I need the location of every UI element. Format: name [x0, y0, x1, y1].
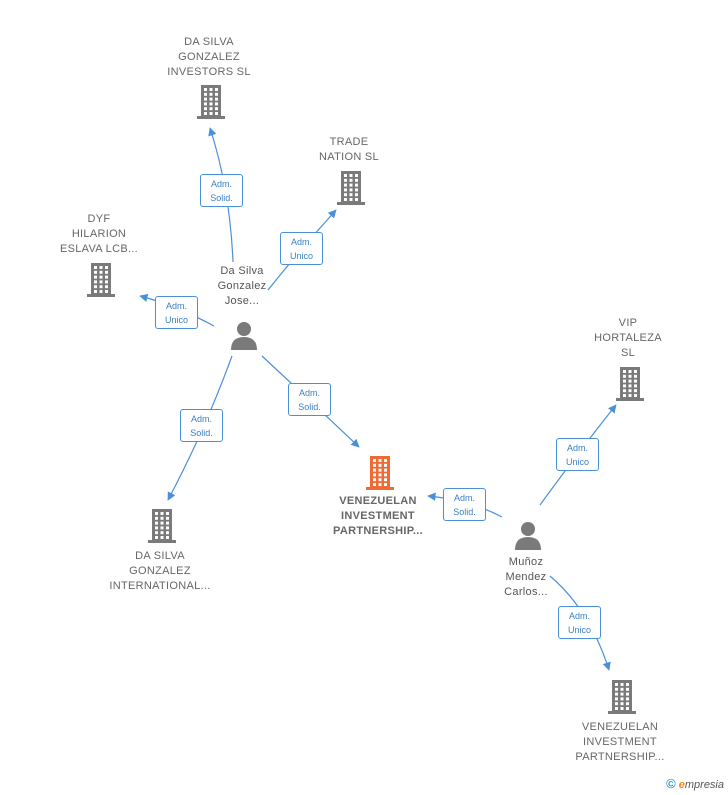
node-icon-n_mm[interactable]	[513, 521, 543, 556]
edge-label-e5[interactable]: Adm. Solid.	[288, 383, 331, 416]
edge-label-e4[interactable]: Adm. Solid.	[180, 409, 223, 442]
building-icon	[197, 85, 225, 119]
edge-label-e3[interactable]: Adm. Unico	[155, 296, 198, 329]
building-icon	[87, 263, 115, 297]
building-icon	[616, 367, 644, 401]
node-label-n_dsg[interactable]: Da Silva Gonzalez Jose...	[217, 265, 267, 307]
edge-label-e8[interactable]: Adm. Unico	[558, 606, 601, 639]
copyright-icon: ©	[666, 776, 676, 791]
node-label-n_dsgint[interactable]: DA SILVA GONZALEZ INTERNATIONAL...	[109, 550, 211, 592]
person-icon	[231, 322, 257, 350]
node-label-n_vzla2[interactable]: VENEZUELAN INVESTMENT PARTNERSHIP...	[575, 721, 665, 763]
node-label-n_vzla[interactable]: VENEZUELAN INVESTMENT PARTNERSHIP...	[333, 495, 423, 537]
building-icon	[337, 171, 365, 205]
person-icon	[515, 522, 541, 550]
node-label-n_trade[interactable]: TRADE NATION SL	[319, 136, 379, 163]
node-icon-n_vip[interactable]	[613, 366, 647, 407]
node-label-n_vip[interactable]: VIP HORTALEZA SL	[594, 317, 662, 359]
node-icon-n_dyf[interactable]	[84, 262, 118, 303]
node-icon-n_dsgi[interactable]	[194, 84, 228, 125]
node-label-n_mm[interactable]: Muñoz Mendez Carlos...	[504, 556, 548, 598]
node-icon-n_dsgint[interactable]	[145, 508, 179, 549]
edge-label-e6[interactable]: Adm. Solid.	[443, 488, 486, 521]
node-icon-n_dsg[interactable]	[229, 321, 259, 356]
node-icon-n_vzla[interactable]	[363, 455, 397, 496]
building-icon-highlighted	[366, 456, 394, 490]
brand-logo-e: e	[678, 779, 685, 791]
node-label-n_dyf[interactable]: DYF HILARION ESLAVA LCB...	[59, 213, 139, 255]
node-icon-n_vzla2[interactable]	[605, 679, 639, 720]
empresia-credit[interactable]: © empresia	[666, 776, 724, 791]
brand-name: mpresia	[684, 779, 724, 791]
building-icon	[608, 680, 636, 714]
node-icon-n_trade[interactable]	[334, 170, 368, 211]
node-label-n_dsgi[interactable]: DA SILVA GONZALEZ INVESTORS SL	[167, 36, 251, 78]
edge-label-e1[interactable]: Adm. Solid.	[200, 174, 243, 207]
edge-label-e2[interactable]: Adm. Unico	[280, 232, 323, 265]
building-icon	[148, 509, 176, 543]
edge-label-e7[interactable]: Adm. Unico	[556, 438, 599, 471]
